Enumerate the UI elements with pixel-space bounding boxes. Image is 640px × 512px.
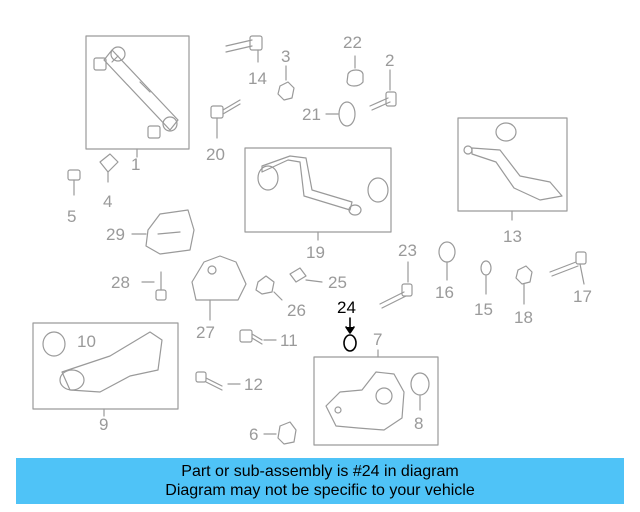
part-23-bolt[interactable]: [379, 261, 413, 309]
callout-4: 4: [103, 192, 113, 211]
part-4-bracket[interactable]: [99, 153, 119, 183]
part-2-bolt[interactable]: [369, 69, 397, 111]
callout-2: 2: [385, 51, 395, 70]
callout-11: 11: [280, 331, 298, 350]
info-banner: Part or sub-assembly is #24 in diagram D…: [16, 458, 624, 504]
callout-9: 9: [99, 415, 109, 434]
callout-12: 12: [244, 375, 263, 394]
part-17-bolt[interactable]: [549, 251, 587, 285]
part-16-bushing[interactable]: [438, 241, 456, 281]
part-24-o-ring[interactable]: [343, 317, 357, 352]
part-25-clip[interactable]: [289, 267, 323, 283]
callout-28: 28: [111, 273, 130, 292]
part-8-bushing[interactable]: [410, 372, 430, 411]
callout-19: 19: [306, 243, 325, 262]
callout-1: 1: [131, 155, 141, 174]
callout-27: 27: [196, 323, 215, 342]
part-14-bolt[interactable]: [225, 35, 263, 63]
callout-25: 25: [328, 273, 347, 292]
part-7-knuckle[interactable]: [313, 349, 439, 446]
part-6-bushing[interactable]: [263, 421, 297, 445]
callout-13: 13: [503, 227, 522, 246]
callout-14: 14: [248, 69, 267, 88]
part-21-washer[interactable]: [325, 101, 356, 127]
banner-line-1: Part or sub-assembly is #24 in diagram: [181, 463, 459, 480]
part-12-bolt[interactable]: [195, 371, 241, 391]
callout-10: 10: [77, 332, 96, 351]
callout-16: 16: [435, 283, 454, 302]
callout-15: 15: [474, 300, 493, 319]
part-22-bushing[interactable]: [346, 55, 364, 87]
callout-24-highlighted: 24: [337, 298, 356, 317]
banner-line-2: Diagram may not be specific to your vehi…: [165, 482, 475, 499]
callout-3: 3: [281, 47, 291, 66]
part-9-trailing-arm[interactable]: [32, 322, 179, 417]
part-27-mount[interactable]: [191, 255, 247, 321]
part-1-lateral-link[interactable]: [85, 35, 190, 158]
callout-5: 5: [67, 207, 77, 226]
part-29-cover[interactable]: [131, 209, 195, 255]
part-3-nut[interactable]: [277, 65, 295, 101]
part-28-bolt[interactable]: [141, 271, 167, 301]
callout-29: 29: [106, 225, 125, 244]
callout-18: 18: [514, 308, 533, 327]
part-19-upper-arm[interactable]: [244, 147, 392, 241]
part-20-bolt[interactable]: [210, 99, 241, 139]
callout-6: 6: [249, 425, 259, 444]
callout-21: 21: [302, 105, 321, 124]
callout-26: 26: [287, 301, 306, 320]
callout-22: 22: [343, 33, 362, 52]
part-18-nut[interactable]: [515, 265, 533, 305]
callout-7: 7: [373, 330, 383, 349]
callout-20: 20: [206, 145, 225, 164]
part-11-bolt[interactable]: [239, 329, 277, 345]
part-15-washer[interactable]: [480, 260, 492, 295]
part-13-lower-arm[interactable]: [457, 117, 568, 221]
callout-23: 23: [398, 241, 417, 260]
part-5-bolt[interactable]: [67, 169, 81, 196]
callout-17: 17: [573, 287, 592, 306]
callout-8: 8: [414, 414, 424, 433]
part-26-nut[interactable]: [255, 275, 283, 301]
